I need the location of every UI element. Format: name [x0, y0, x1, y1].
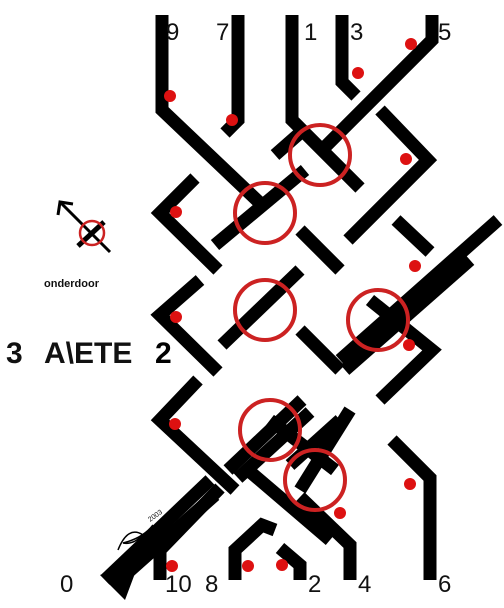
pin-dot	[403, 339, 415, 351]
strand-2	[275, 543, 307, 580]
strand-mid2	[295, 325, 345, 375]
strand-9	[155, 15, 267, 210]
pin-dot	[169, 418, 181, 430]
pin-dot	[276, 559, 288, 571]
pin-dot	[242, 560, 254, 572]
pin-dot	[400, 153, 412, 165]
bottom-label-0: 0	[60, 571, 73, 598]
pin-dot	[164, 90, 176, 102]
strand-bottom-x2	[285, 415, 345, 470]
crossing-ring	[233, 181, 297, 245]
pin-dot	[170, 206, 182, 218]
crossing-ring	[238, 398, 302, 462]
crossing-ring	[283, 448, 347, 512]
strand-left-zig2	[150, 275, 223, 377]
strand-4	[295, 492, 357, 580]
under-crossing-arrow-icon	[56, 200, 112, 254]
bottom-label-8: 8	[205, 571, 218, 598]
strand-right-bottom	[387, 435, 437, 580]
strand-left-zig1	[150, 173, 223, 275]
top-label-7: 7	[216, 19, 229, 46]
side-title: 3 A\ETE 2	[6, 337, 172, 370]
pin-dot	[352, 67, 364, 79]
strand-left-zig3	[150, 375, 240, 495]
pin-dot	[334, 507, 346, 519]
strand-8	[228, 517, 278, 580]
bottom-label-2: 2	[308, 571, 321, 598]
bottom-label-10: 10	[165, 571, 192, 598]
pin-dots	[164, 38, 421, 572]
side-title-number: 3	[6, 337, 23, 370]
top-label-1: 1	[304, 19, 317, 46]
strand-1	[285, 15, 365, 193]
top-label-9: 9	[166, 19, 179, 46]
strand-5b	[343, 105, 438, 245]
pin-dot	[170, 311, 182, 323]
crossing-ring	[288, 123, 352, 187]
crossing-ring	[233, 278, 297, 342]
strand-right-zig	[391, 215, 435, 257]
strand-x2	[217, 265, 305, 350]
strand-0-arrowhead	[100, 560, 140, 600]
bottom-label-6: 6	[438, 571, 451, 598]
pin-dot	[409, 260, 421, 272]
strand-0b	[120, 490, 220, 580]
pin-dot	[404, 478, 416, 490]
strand-5	[317, 15, 439, 155]
strand-x1	[210, 165, 310, 250]
strand-mid-zig	[295, 225, 345, 275]
strand-bottom-x1	[243, 465, 335, 545]
top-label-5: 5	[438, 19, 451, 46]
pin-dot	[405, 38, 417, 50]
strand-right3	[365, 294, 442, 405]
legend-caption: onderdoor	[44, 278, 100, 290]
top-labels: 9 7 1 3 5	[166, 19, 451, 46]
crossing-rings	[233, 123, 410, 512]
strands	[100, 15, 503, 585]
strand-3	[335, 15, 361, 101]
crossing-ring	[346, 288, 410, 352]
bottom-labels: 0 10 8 2 4 6	[60, 571, 451, 598]
side-title-word: A\ETE	[44, 337, 132, 370]
strand-x3	[223, 395, 307, 475]
pin-dot	[166, 560, 178, 572]
bottom-label-4: 4	[358, 571, 371, 598]
strand-long-right	[335, 215, 503, 365]
pin-dot	[226, 114, 238, 126]
top-label-3: 3	[350, 19, 363, 46]
side-title-digit: 2	[155, 337, 172, 370]
strand-0	[100, 475, 215, 585]
